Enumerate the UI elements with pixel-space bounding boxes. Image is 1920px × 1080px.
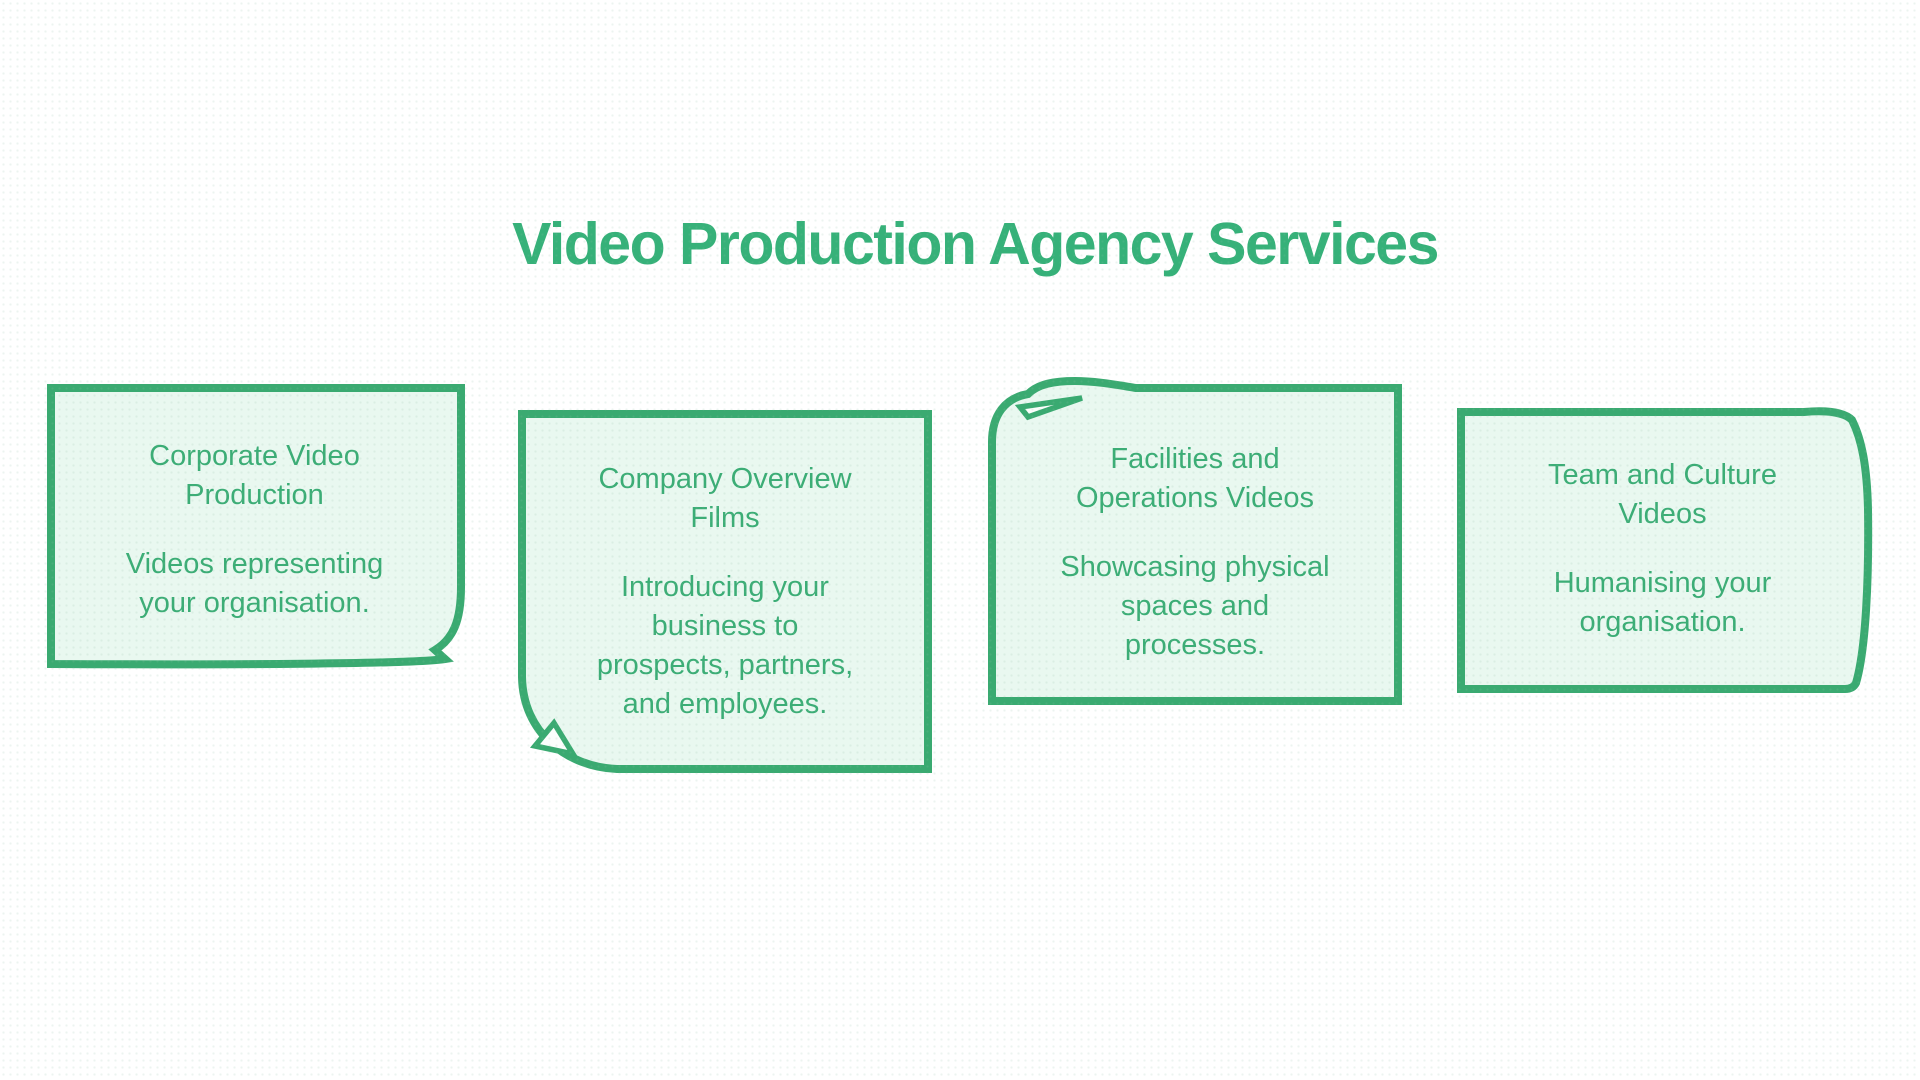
page-title: Video Production Agency Services (512, 211, 1439, 277)
card-company-overview-films: Company Overview Films Introducing your … (513, 405, 937, 778)
card-title: Team and Culture Videos (1548, 459, 1777, 530)
card-corporate-video-production: Corporate Video Production Videos repres… (42, 379, 467, 672)
folded-corner-flap (1014, 395, 1083, 421)
sticky-note-shape (518, 410, 932, 773)
card-team-and-culture-videos: Team and Culture Videos Humanising your … (1452, 404, 1873, 698)
card-body: Showcasing physical spaces and processes… (1060, 550, 1330, 661)
card-title: Facilities and Operations Videos (1075, 442, 1315, 514)
sticky-note-shape (988, 376, 1402, 705)
card-title: Company Overview Films (598, 462, 852, 534)
card-body: Introducing your business to prospects, … (596, 570, 854, 720)
card-body: Videos representing your organisation. (125, 547, 384, 619)
card-facilities-and-operations-videos: Facilities and Operations Videos Showcas… (983, 376, 1407, 710)
card-body: Humanising your organisation. (1553, 567, 1772, 638)
sticky-note-shape (47, 384, 465, 669)
card-title: Corporate Video Production (149, 439, 360, 511)
sticky-note-shape (1457, 407, 1873, 693)
folded-corner-flap (529, 718, 579, 759)
